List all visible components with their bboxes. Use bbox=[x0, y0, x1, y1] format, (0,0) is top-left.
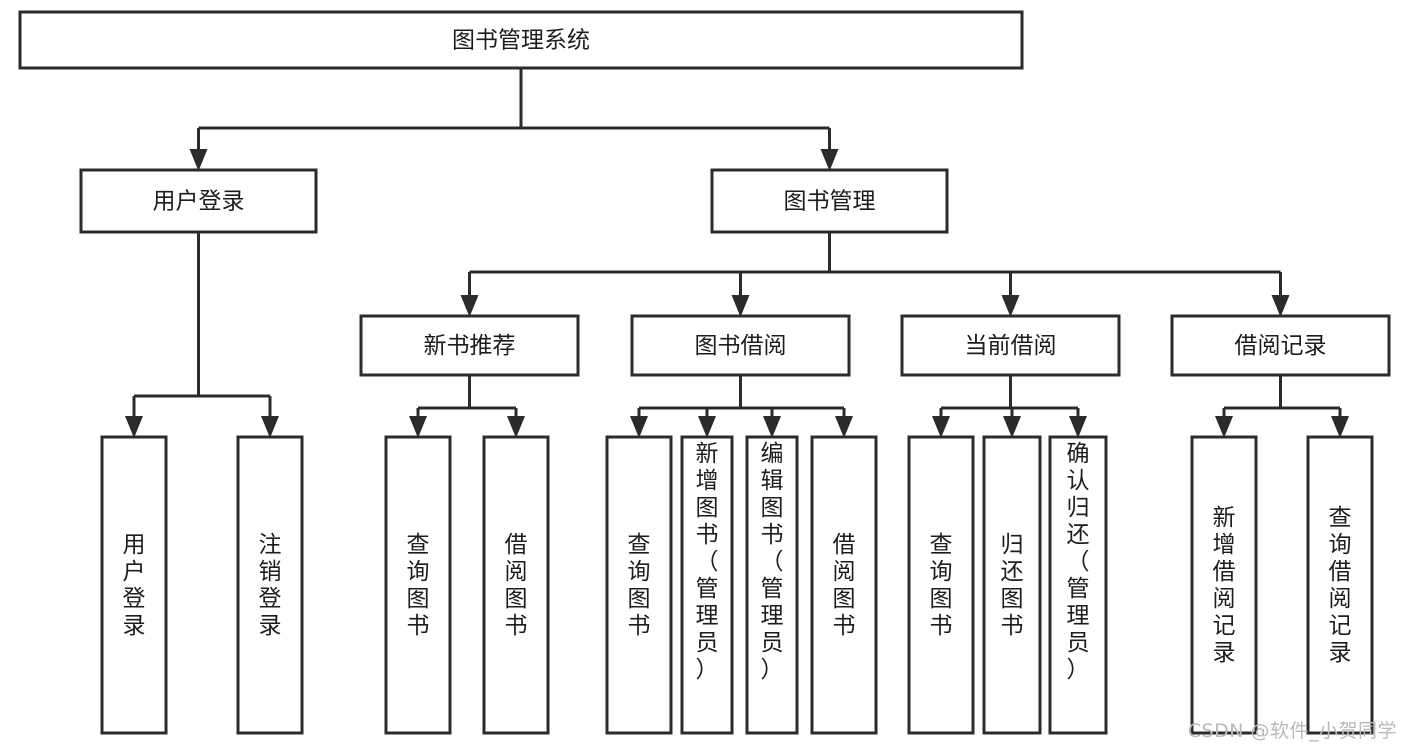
node-leaf-add-book[interactable]: 新增图书（管理员） bbox=[680, 435, 734, 735]
node-label-leaf-query-book-current: 查询图书 bbox=[930, 532, 953, 639]
connector-book-borrow bbox=[630, 375, 853, 438]
node-leaf-query-book-current[interactable]: 查询图书 bbox=[907, 435, 975, 735]
node-label-leaf-return-book: 归还图书 bbox=[1001, 532, 1024, 639]
arrow-head-icon bbox=[932, 416, 950, 438]
node-box-leaf-return-book bbox=[982, 435, 1042, 735]
node-box-leaf-query-book-borrow bbox=[605, 435, 673, 735]
arrow-head-icon bbox=[1215, 416, 1233, 438]
node-leaf-logout-login[interactable]: 注销登录 bbox=[236, 435, 304, 735]
node-borrow-record[interactable]: 借阅记录 bbox=[1170, 314, 1391, 377]
node-label-leaf-borrow-book-recommend: 借阅图书 bbox=[505, 532, 528, 639]
node-leaf-confirm-return[interactable]: 确认归还（管理员） bbox=[1048, 435, 1108, 735]
arrow-head-icon bbox=[409, 416, 427, 438]
node-box-user-login bbox=[79, 168, 318, 234]
node-box-leaf-query-borrow-record bbox=[1306, 435, 1374, 735]
arrow-head-icon bbox=[261, 416, 279, 438]
node-label-current-borrow: 当前借阅 bbox=[965, 333, 1057, 359]
node-root[interactable]: 图书管理系统 bbox=[18, 10, 1024, 70]
node-box-leaf-logout-login bbox=[236, 435, 304, 735]
arrow-head-icon bbox=[1331, 416, 1349, 438]
node-label-leaf-add-book: 新增图书（管理员） bbox=[696, 441, 719, 683]
node-label-book-management: 图书管理 bbox=[784, 189, 876, 215]
node-box-borrow-record bbox=[1170, 314, 1391, 377]
node-label-leaf-confirm-return: 确认归还（管理员） bbox=[1067, 441, 1090, 683]
node-book-borrow[interactable]: 图书借阅 bbox=[630, 314, 851, 377]
node-leaf-query-book-borrow[interactable]: 查询图书 bbox=[605, 435, 673, 735]
arrow-head-icon bbox=[820, 149, 839, 171]
node-box-new-book-recommend bbox=[359, 314, 580, 377]
node-label-leaf-query-borrow-record: 查询借阅记录 bbox=[1329, 505, 1352, 666]
arrow-head-icon bbox=[731, 295, 750, 317]
node-book-management[interactable]: 图书管理 bbox=[710, 168, 949, 234]
connector-current-borrow bbox=[932, 375, 1087, 438]
node-leaf-add-borrow-record[interactable]: 新增借阅记录 bbox=[1190, 435, 1258, 735]
arrow-head-icon bbox=[460, 295, 479, 317]
arrow-head-icon bbox=[698, 416, 716, 438]
node-label-book-borrow: 图书借阅 bbox=[695, 333, 787, 359]
node-box-leaf-query-book-recommend bbox=[384, 435, 452, 735]
node-label-borrow-record: 借阅记录 bbox=[1235, 333, 1327, 359]
node-label-leaf-edit-book: 编辑图书（管理员） bbox=[761, 441, 784, 683]
node-label-root: 图书管理系统 bbox=[452, 28, 590, 54]
node-current-borrow[interactable]: 当前借阅 bbox=[900, 314, 1121, 377]
node-box-book-borrow bbox=[630, 314, 851, 377]
node-box-leaf-edit-book bbox=[745, 435, 799, 735]
connector-root bbox=[189, 68, 839, 171]
node-label-leaf-borrow-book: 借阅图书 bbox=[833, 532, 856, 639]
node-box-leaf-user-login bbox=[100, 435, 168, 735]
node-label-leaf-query-book-recommend: 查询图书 bbox=[407, 532, 430, 639]
node-box-book-management bbox=[710, 168, 949, 234]
arrow-head-icon bbox=[1003, 416, 1021, 438]
connector-new-book-recommend bbox=[409, 375, 525, 438]
node-label-leaf-query-book-borrow: 查询图书 bbox=[628, 532, 651, 639]
connector-book-management bbox=[460, 232, 1290, 317]
arrow-head-icon bbox=[1069, 416, 1087, 438]
node-new-book-recommend[interactable]: 新书推荐 bbox=[359, 314, 580, 377]
node-user-login[interactable]: 用户登录 bbox=[79, 168, 318, 234]
connector-borrow-record bbox=[1215, 375, 1349, 438]
arrow-head-icon bbox=[835, 416, 853, 438]
arrow-head-icon bbox=[630, 416, 648, 438]
node-label-leaf-add-borrow-record: 新增借阅记录 bbox=[1213, 505, 1236, 666]
arrow-head-icon bbox=[1271, 295, 1290, 317]
node-box-leaf-borrow-book bbox=[810, 435, 878, 735]
node-leaf-borrow-book-recommend[interactable]: 借阅图书 bbox=[482, 435, 550, 735]
node-box-leaf-add-book bbox=[680, 435, 734, 735]
arrow-head-icon bbox=[1001, 295, 1020, 317]
node-box-current-borrow bbox=[900, 314, 1121, 377]
node-box-leaf-add-borrow-record bbox=[1190, 435, 1258, 735]
node-box-leaf-query-book-current bbox=[907, 435, 975, 735]
arrow-head-icon bbox=[125, 416, 143, 438]
node-box-leaf-borrow-book-recommend bbox=[482, 435, 550, 735]
node-leaf-return-book[interactable]: 归还图书 bbox=[982, 435, 1042, 735]
node-leaf-query-borrow-record[interactable]: 查询借阅记录 bbox=[1306, 435, 1374, 735]
node-leaf-user-login[interactable]: 用户登录 bbox=[100, 435, 168, 735]
node-label-leaf-user-login: 用户登录 bbox=[123, 532, 146, 639]
node-box-leaf-confirm-return bbox=[1048, 435, 1108, 735]
connector-user-login bbox=[125, 232, 279, 438]
node-box-root bbox=[18, 10, 1024, 70]
node-leaf-edit-book[interactable]: 编辑图书（管理员） bbox=[745, 435, 799, 735]
arrow-head-icon bbox=[189, 149, 208, 171]
node-label-user-login: 用户登录 bbox=[153, 189, 245, 215]
connector-layer bbox=[125, 68, 1349, 438]
node-label-new-book-recommend: 新书推荐 bbox=[424, 333, 516, 359]
arrow-head-icon bbox=[763, 416, 781, 438]
arrow-head-icon bbox=[507, 416, 525, 438]
node-label-leaf-logout-login: 注销登录 bbox=[259, 532, 282, 639]
watermark-label: CSDN @软件_小贺同学 bbox=[1187, 720, 1397, 742]
node-leaf-borrow-book[interactable]: 借阅图书 bbox=[810, 435, 878, 735]
node-leaf-query-book-recommend[interactable]: 查询图书 bbox=[384, 435, 452, 735]
